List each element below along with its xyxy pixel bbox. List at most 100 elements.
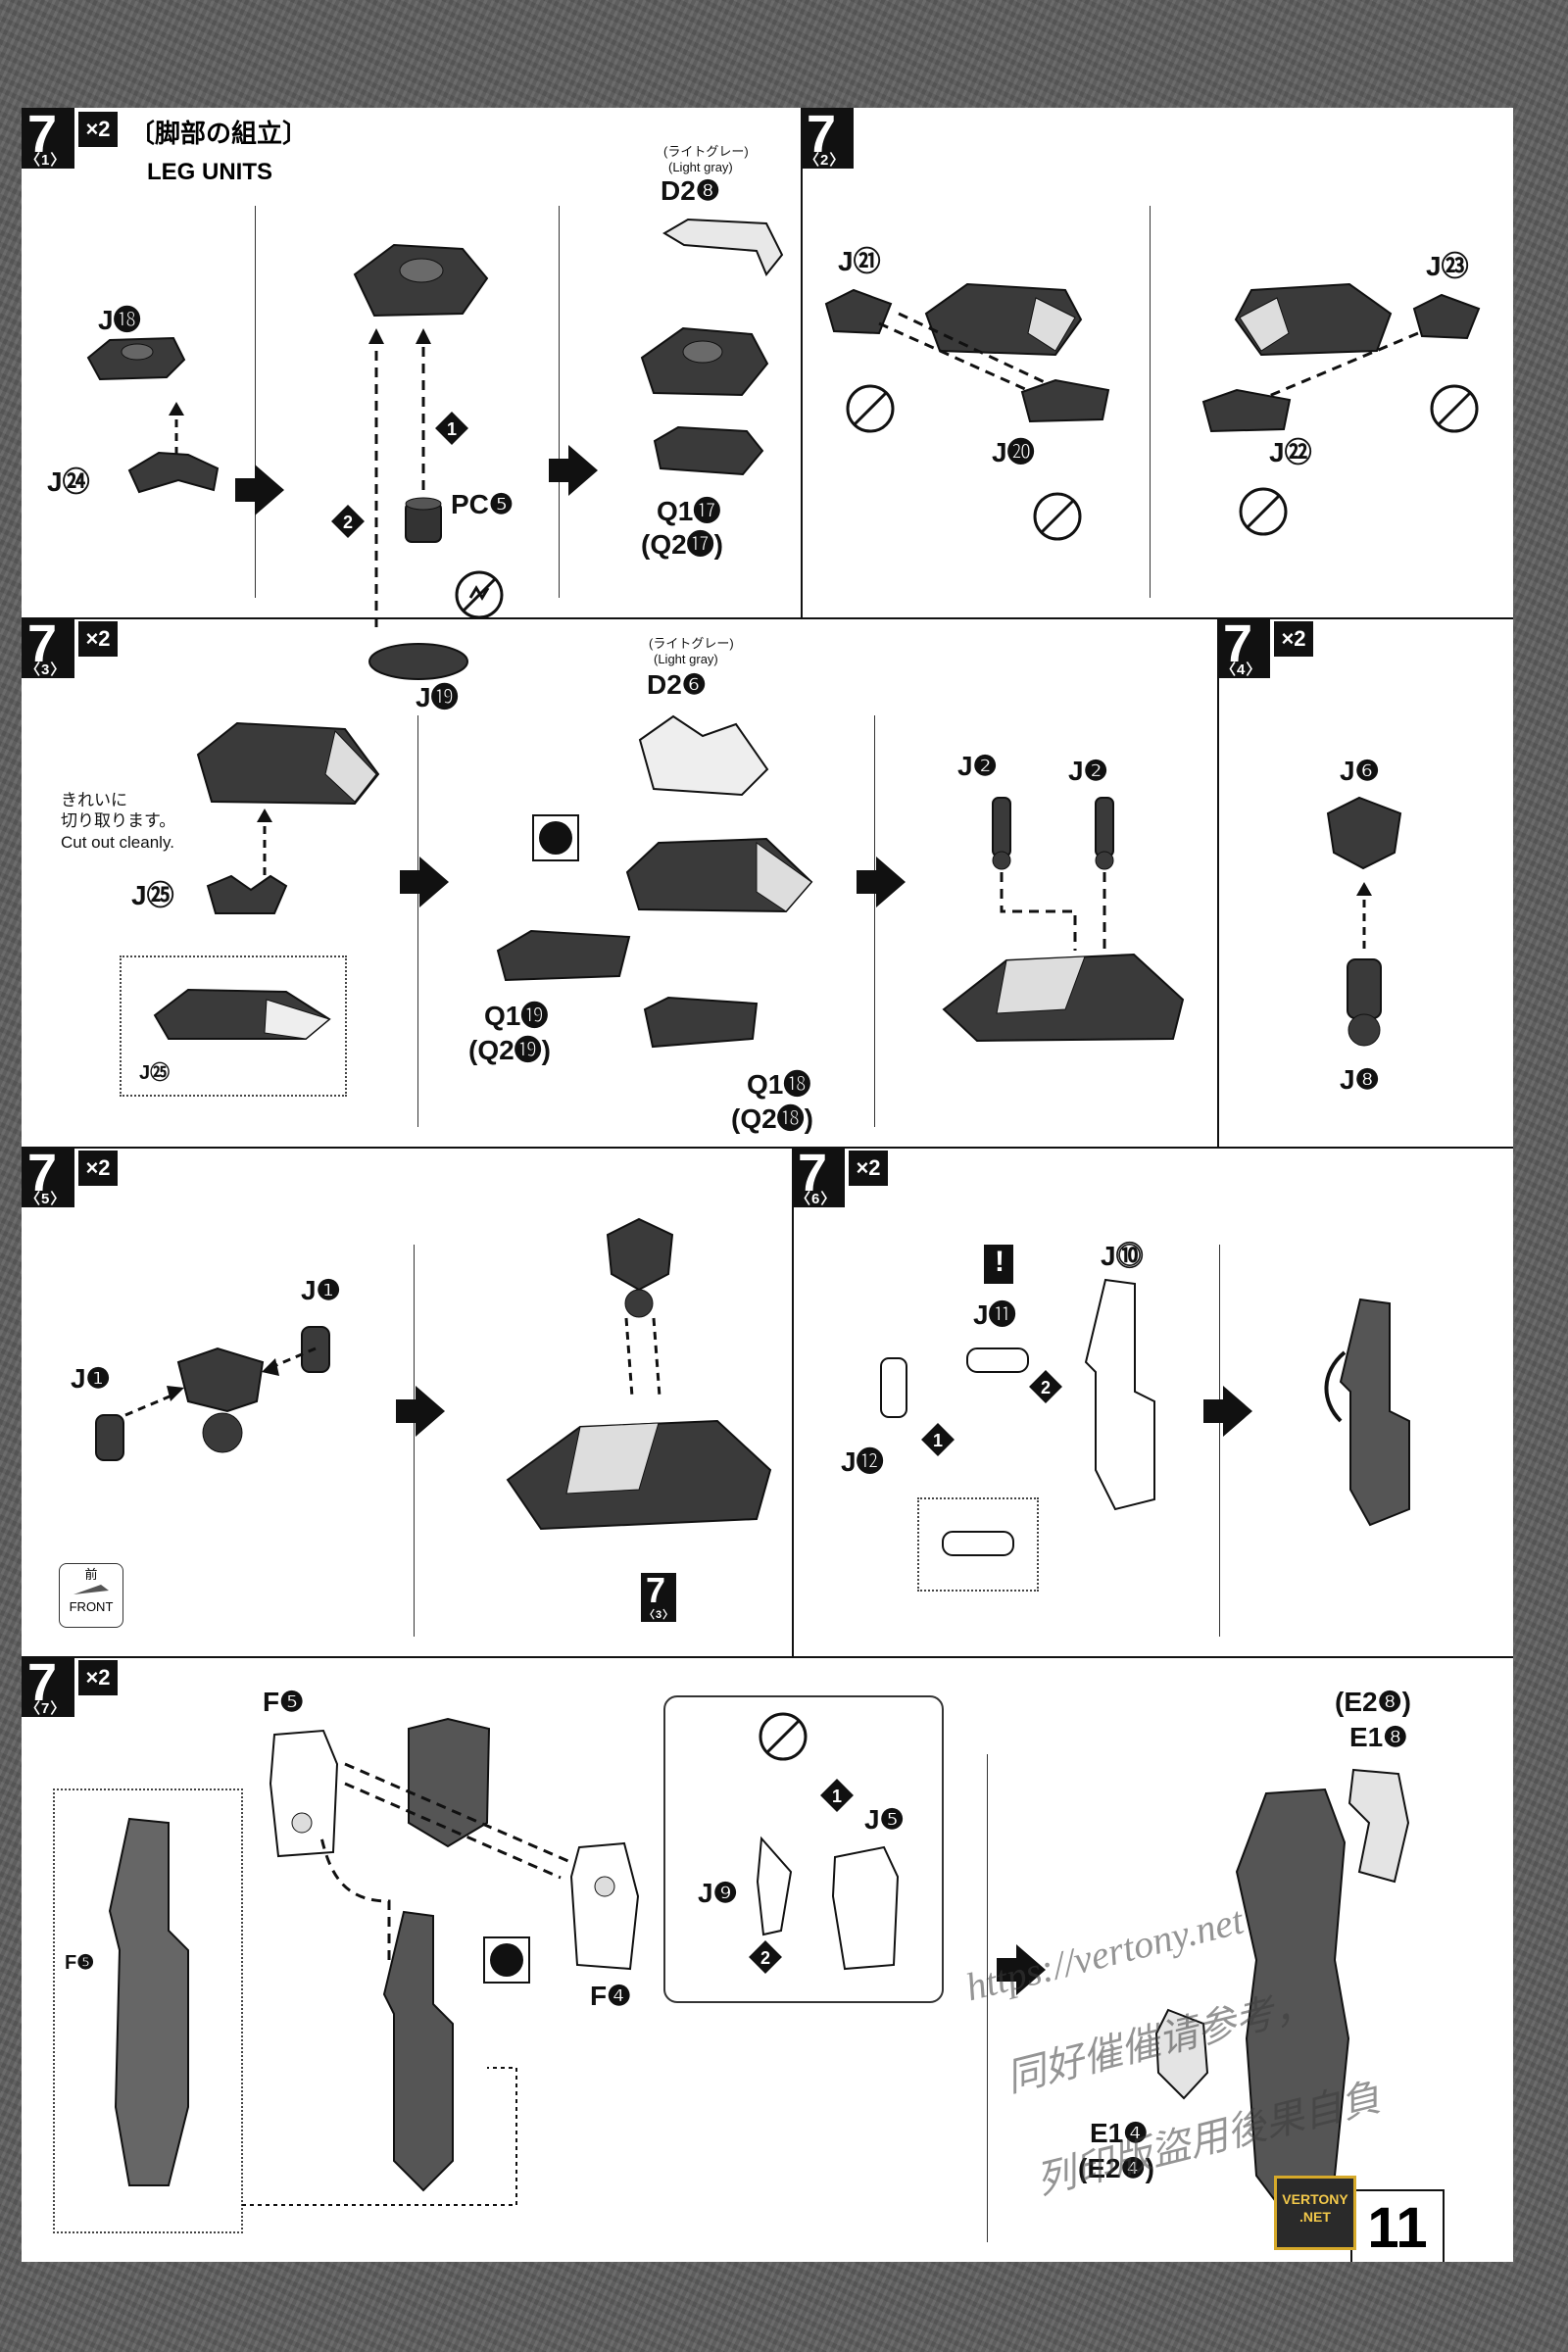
part-d28-cover-icon	[662, 218, 784, 276]
dashed-connector-icon	[242, 2067, 517, 2206]
part-label-d26: D2❻	[647, 669, 707, 700]
section-title-jp: 〔脚部の組立〕	[129, 119, 309, 148]
part-j18-icon	[86, 336, 186, 381]
dashed-arrow-icon-2	[124, 1386, 184, 1417]
color-note-jp: (ライトグレー)	[649, 636, 734, 651]
part-j25-icon	[206, 874, 288, 914]
no-glue-icon	[1239, 487, 1288, 536]
panel-7-6: 7〈6〉 ×2 J⓾ ! J⓫ J⓬ 1 2	[792, 1144, 1513, 1656]
color-note-jp: (ライトグレー)	[663, 144, 749, 159]
reference-step-badge: 7 〈3〉	[641, 1570, 676, 1622]
site-logo-badge: VERTONY .NET	[1274, 2176, 1356, 2250]
polycap-pc5-icon	[405, 497, 442, 543]
part-label-j9: J❾	[698, 1878, 738, 1908]
part-label-q118: Q1⓲	[747, 1069, 811, 1100]
part-label-j1-right: J❶	[301, 1275, 341, 1305]
section-title-en: LEG UNITS	[147, 159, 273, 185]
dashed-arrow-up-icon-2	[416, 328, 431, 490]
part-hip-joint-icon-2	[606, 1217, 674, 1318]
part-j22-icon	[1201, 388, 1292, 433]
part-label-q219: (Q2⓳)	[468, 1035, 552, 1065]
color-note-en: (Light gray)	[654, 652, 718, 666]
part-label-j6: J❻	[1340, 756, 1380, 786]
part-j21-icon	[824, 288, 893, 335]
part-j2-pin-icon	[992, 797, 1011, 870]
front-direction-icon: 前 FRONT	[59, 1563, 123, 1628]
part-thigh-block-icon	[408, 1717, 491, 1848]
part-q119-icon	[496, 929, 631, 982]
no-glue-icon	[1033, 492, 1082, 541]
part-label-j10: J⓾	[1101, 1241, 1144, 1271]
multiplier-badge: ×2	[78, 1151, 118, 1186]
part-q118-icon	[643, 996, 759, 1049]
dashed-arrow-icon	[1000, 872, 1106, 951]
row-1: 7〈1〉 ×2 〔脚部の組立〕 LEG UNITS J⓲ J㉔	[22, 105, 1513, 712]
paint-marker-icon	[532, 814, 579, 861]
next-arrow-icon	[997, 1944, 1046, 1995]
part-hip-joint-icon	[176, 1347, 265, 1453]
part-label-e28: (E2❽)	[1335, 1687, 1411, 1717]
svg-text:1: 1	[832, 1787, 842, 1806]
step-badge: 7〈6〉	[792, 1144, 845, 1207]
part-j12-icon	[880, 1357, 907, 1418]
svg-text:1: 1	[447, 419, 457, 439]
part-j24-icon	[127, 451, 220, 494]
part-assembly-icon	[196, 721, 380, 806]
part-j11-link-icon	[966, 1348, 1029, 1373]
part-label-j20: J⓴	[992, 437, 1035, 467]
part-q117-icon	[653, 425, 764, 476]
part-assembled-base-icon	[506, 1419, 772, 1531]
step-badge: 7〈1〉	[22, 105, 74, 169]
part-label-f5: F❺	[263, 1687, 305, 1717]
no-glue-icon	[455, 570, 504, 619]
row-2: 7〈3〉 ×2 きれいに切り取ります。Cut out cleanly. J㉕	[22, 614, 1513, 1149]
detail-inset	[120, 956, 347, 1097]
page-number: 11	[1350, 2189, 1445, 2262]
detail-link-icon	[942, 1531, 1014, 1556]
panel-7-7: 7〈7〉 ×2 F❺ F❺ F❹ 1 J❺ J	[22, 1653, 1513, 2262]
svg-text:2: 2	[760, 1948, 770, 1968]
part-j20-icon	[1020, 378, 1110, 423]
part-base-plate-icon	[368, 643, 468, 680]
part-label-j8: J❽	[1340, 1064, 1380, 1095]
part-f5-shell-icon	[269, 1729, 339, 1858]
part-center-assembly-icon	[625, 837, 813, 913]
paint-marker-icon	[483, 1936, 530, 1984]
reference-inset	[53, 1788, 243, 2233]
part-label-j22: J㉒	[1269, 437, 1312, 467]
no-glue-icon	[846, 384, 895, 433]
no-glue-icon	[1430, 384, 1479, 433]
part-label-j5: J❺	[864, 1804, 905, 1835]
step-badge: 7〈7〉	[22, 1653, 74, 1717]
arrow-up-icon	[257, 808, 272, 875]
step-badge: 7〈2〉	[801, 105, 854, 169]
step-number-2-icon: 2	[1029, 1370, 1062, 1403]
part-label-j25: J㉕	[131, 880, 174, 910]
instruction-sheet: 7〈1〉 ×2 〔脚部の組立〕 LEG UNITS J⓲ J㉔	[22, 105, 1513, 2262]
part-label-j2-b: J❷	[1068, 756, 1108, 786]
part-label-d28: D2❽	[661, 175, 720, 206]
part-label-e18: E1❽	[1349, 1722, 1408, 1752]
multiplier-badge: ×2	[849, 1151, 888, 1186]
dashed-arrow-icon	[262, 1347, 317, 1376]
multiplier-badge: ×2	[1274, 621, 1313, 657]
part-label-j19: J⓳	[416, 682, 459, 712]
panel-7-5: 7〈5〉 ×2 J❶ J❶ 前 FRONT 7 〈	[22, 1144, 794, 1656]
step-number-2-icon: 2	[749, 1940, 782, 1974]
part-label-pc5: PC❺	[451, 489, 514, 519]
step-number-1-icon: 1	[820, 1779, 854, 1812]
row-3: 7〈5〉 ×2 J❶ J❶ 前 FRONT 7 〈	[22, 1144, 1513, 1658]
part-j8-icon	[1347, 958, 1382, 1047]
next-arrow-icon-2	[549, 445, 598, 496]
multiplier-badge: ×2	[78, 112, 118, 147]
multiplier-badge: ×2	[78, 1660, 118, 1695]
detail-inset	[917, 1497, 1039, 1592]
part-e18-cover-icon	[1348, 1768, 1410, 1884]
part-j10-frame-icon	[1084, 1278, 1155, 1511]
dashed-arrow-up-icon	[368, 328, 384, 627]
part-j2-pin-icon-2	[1095, 797, 1114, 870]
row-4: 7〈7〉 ×2 F❺ F❺ F❹ 1 J❺ J	[22, 1653, 1513, 2262]
next-arrow-icon	[1203, 1386, 1252, 1437]
dashed-arrows-icon	[344, 1762, 571, 1880]
part-label-j1-left: J❶	[71, 1363, 111, 1394]
